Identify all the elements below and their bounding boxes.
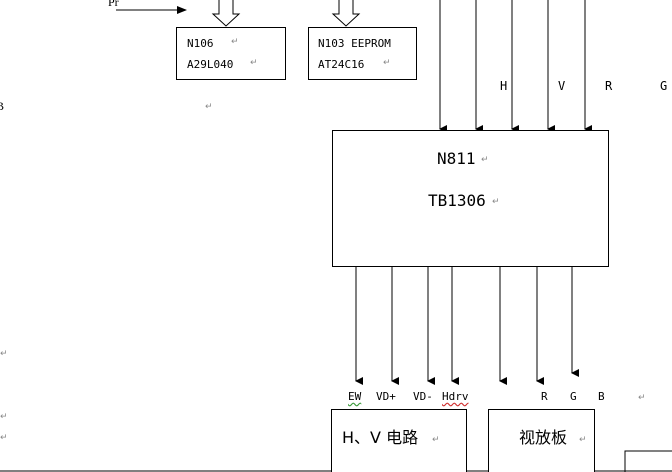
partial-box-right	[624, 450, 672, 472]
hv-circuit-label: H、V 电路	[342, 428, 419, 447]
paragraph-mark: ↵	[481, 155, 489, 165]
input-label-h: H	[500, 79, 508, 93]
bus-arrow-n106	[211, 0, 241, 27]
paragraph-mark: ↵	[579, 435, 587, 445]
output-label-g: G	[570, 390, 577, 403]
paragraph-mark: ↵	[432, 435, 440, 445]
chip-n103: N103 EEPROM AT24C16	[308, 27, 417, 80]
paragraph-mark: ↵	[231, 37, 239, 47]
paragraph-mark: ↵	[383, 58, 391, 68]
output-label-b: B	[598, 390, 605, 403]
chip-n106-part: A29L040	[187, 58, 234, 71]
bus-arrow-n103	[331, 0, 361, 27]
input-label-g: G	[660, 79, 668, 93]
video-board-box: 视放板 ↵	[488, 409, 595, 472]
output-label-ew: EW	[348, 390, 362, 403]
paragraph-mark: ↵	[205, 102, 213, 112]
processor-name: N811	[437, 149, 476, 168]
input-label-v: V	[558, 79, 566, 93]
chip-n106: N106 A29L040	[176, 27, 286, 80]
hv-circuit-box: H、V 电路 ↵	[331, 409, 467, 472]
output-label-r: R	[541, 390, 548, 403]
output-label-vd-plus: VD+	[376, 390, 396, 403]
paragraph-mark: ↵	[0, 412, 8, 422]
paragraph-mark: ↵	[0, 433, 8, 443]
output-label-hdrv: Hdrv	[442, 390, 469, 403]
chip-n103-name: N103 EEPROM	[318, 37, 391, 50]
input-label-r: R	[605, 79, 613, 93]
left-fragment-label: B	[0, 99, 5, 113]
paragraph-mark: ↵	[0, 349, 8, 359]
paragraph-mark: ↵	[638, 393, 646, 403]
paragraph-mark: ↵	[492, 197, 500, 207]
processor-n811: N811 TB1306	[332, 130, 609, 267]
processor-part: TB1306	[428, 191, 486, 210]
video-board-label: 视放板	[519, 428, 568, 447]
paragraph-mark: ↵	[250, 58, 258, 68]
chip-n103-part: AT24C16	[318, 58, 365, 71]
pr-label: Pr	[108, 0, 119, 9]
output-label-vd-minus: VD-	[413, 390, 433, 403]
chip-n106-name: N106	[187, 37, 214, 50]
